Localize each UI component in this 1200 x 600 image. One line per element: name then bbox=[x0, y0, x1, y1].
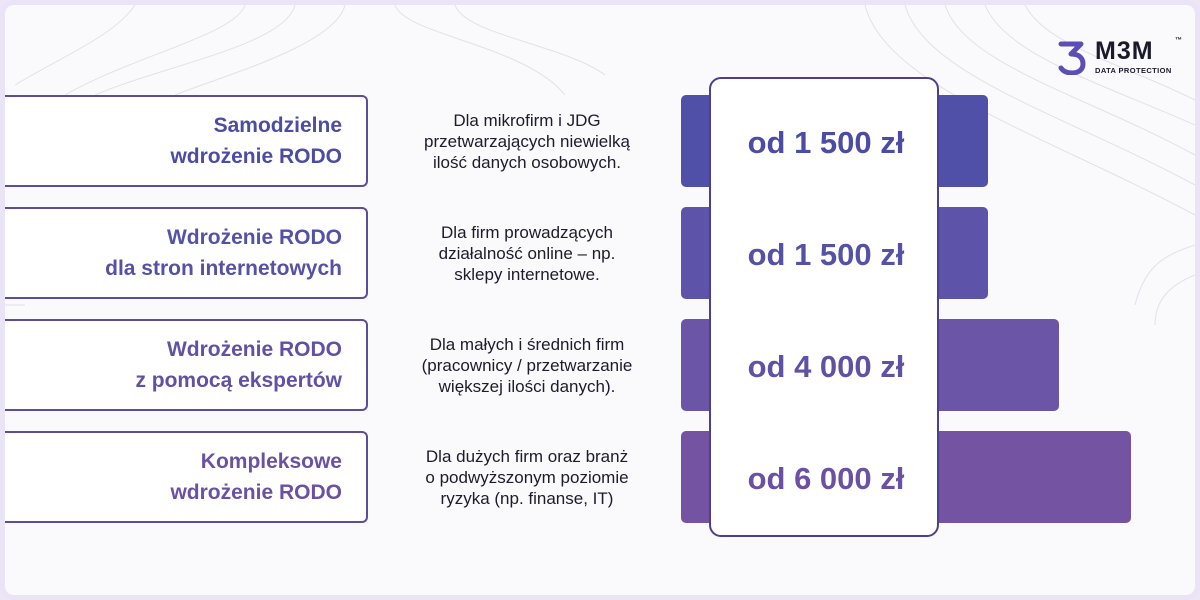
offer-title-box: Kompleksowe wdrożenie RODO bbox=[5, 431, 368, 523]
offer-description-line: przetwarzających niewielką bbox=[424, 131, 630, 151]
brand-name: M3M bbox=[1095, 37, 1154, 65]
offer-row-1: Samodzielne wdrożenie RODO Dla mikrofirm… bbox=[5, 95, 1195, 187]
offer-title-line: wdrożenie RODO bbox=[170, 481, 342, 504]
brand-logo: M3M ™ DATA PROTECTION bbox=[1057, 37, 1187, 81]
offer-description: Dla małych i średnich firm (pracownicy /… bbox=[395, 319, 659, 411]
offer-row-2: Wdrożenie RODO dla stron internetowych D… bbox=[5, 207, 1195, 299]
offer-description-line: działalność online – np. bbox=[438, 243, 616, 263]
offer-title-line: Samodzielne bbox=[213, 114, 342, 137]
brand-tagline: DATA PROTECTION bbox=[1095, 66, 1172, 75]
offer-description-line: (pracownicy / przetwarzanie bbox=[421, 355, 633, 375]
offer-description-line: ryzyka (np. finanse, IT) bbox=[440, 488, 614, 508]
offer-title-line: wdrożenie RODO bbox=[170, 145, 342, 168]
offer-description: Dla firm prowadzących działalność online… bbox=[395, 207, 659, 299]
price-value: od 6 000 zł bbox=[747, 461, 905, 496]
offer-description: Dla mikrofirm i JDG przetwarzających nie… bbox=[395, 95, 659, 187]
offer-title-line: Wdrożenie RODO bbox=[166, 226, 342, 249]
offer-description-line: sklepy internetowe. bbox=[454, 264, 600, 284]
offer-description-line: większej ilości danych). bbox=[438, 376, 616, 396]
price-value: od 4 000 zł bbox=[747, 349, 905, 384]
offer-row-4: Kompleksowe wdrożenie RODO Dla dużych fi… bbox=[5, 431, 1195, 523]
m3m-logo-icon bbox=[1058, 41, 1086, 75]
offer-title-line: dla stron internetowych bbox=[105, 257, 342, 280]
offer-description-line: Dla mikrofirm i JDG bbox=[453, 110, 601, 130]
offer-title-line: Wdrożenie RODO bbox=[166, 338, 342, 361]
offer-description-line: Dla dużych firm oraz branż bbox=[425, 446, 629, 466]
offer-row-3: Wdrożenie RODO z pomocą ekspertów Dla ma… bbox=[5, 319, 1195, 411]
price-panel: od 1 500 zł od 1 500 zł od 4 000 zł od 6… bbox=[709, 77, 939, 537]
offer-title-box: Wdrożenie RODO dla stron internetowych bbox=[5, 207, 368, 299]
offer-title-box: Wdrożenie RODO z pomocą ekspertów bbox=[5, 319, 368, 411]
offer-title-line: Kompleksowe bbox=[200, 450, 342, 473]
price-value: od 1 500 zł bbox=[747, 237, 905, 272]
offer-title-box: Samodzielne wdrożenie RODO bbox=[5, 95, 368, 187]
offer-description-line: ilość danych osobowych. bbox=[432, 152, 622, 172]
price-value: od 1 500 zł bbox=[747, 125, 905, 160]
offer-description: Dla dużych firm oraz branż o podwyższony… bbox=[395, 431, 659, 523]
offer-title-line: z pomocą ekspertów bbox=[135, 369, 342, 392]
offer-description-line: Dla firm prowadzących bbox=[441, 222, 613, 242]
trademark-symbol: ™ bbox=[1175, 37, 1182, 44]
offer-description-line: o podwyższonym poziomie bbox=[425, 467, 629, 487]
offer-description-line: Dla małych i średnich firm bbox=[429, 334, 625, 354]
